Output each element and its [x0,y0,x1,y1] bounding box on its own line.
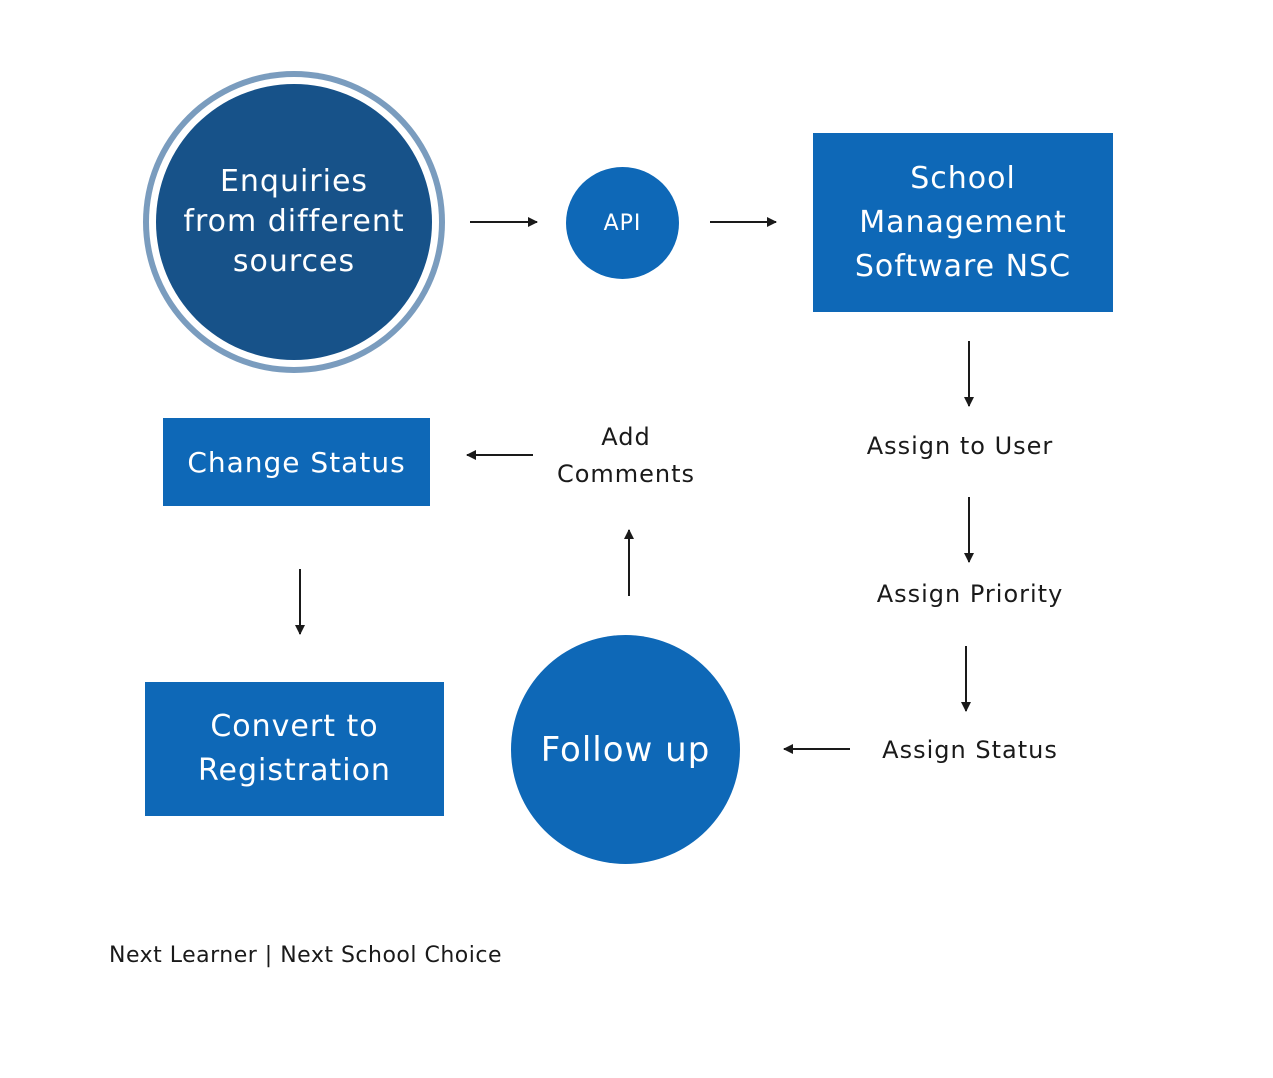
assign-user-node: Assign to User [840,426,1080,466]
add-comments-node: Add Comments [536,418,716,494]
school-software-node: School Management Software NSC [813,133,1113,312]
assign-priority-label: Assign Priority [876,580,1064,608]
api-node: API [566,167,679,279]
assign-status-node: Assign Status [850,730,1090,770]
footer-credit: Next Learner | Next School Choice [109,943,502,968]
change-status-node: Change Status [163,418,430,506]
convert-registration-node: Convert to Registration [145,682,444,816]
assign-status-label: Assign Status [882,736,1058,764]
follow-up-label: Follow up [540,729,711,770]
follow-up-node: Follow up [511,635,740,864]
change-status-label: Change Status [187,445,406,479]
enquiries-label: Enquiries from different sources [183,164,405,279]
enquiries-node: Enquiries from different sources [156,84,432,360]
api-label: API [603,210,642,236]
school-software-label: School Management Software NSC [854,160,1072,284]
assign-user-label: Assign to User [866,432,1054,460]
convert-registration-label: Convert to Registration [198,709,391,788]
enquiries-ring: Enquiries from different sources [143,71,445,373]
add-comments-label: Add Comments [556,423,696,488]
assign-priority-node: Assign Priority [850,574,1090,614]
